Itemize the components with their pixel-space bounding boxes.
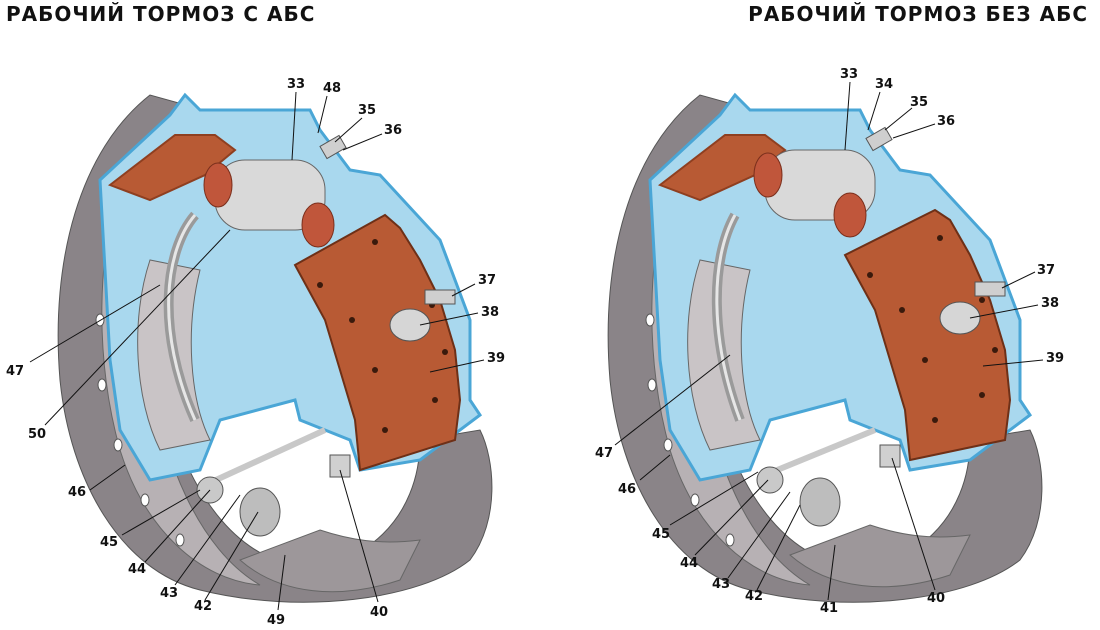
callout-33: 33 — [840, 67, 858, 82]
eccentric-bolt — [424, 289, 456, 305]
lower-spring — [763, 427, 877, 478]
callout-46: 46 — [68, 485, 86, 500]
callout-33: 33 — [287, 77, 305, 92]
guide-bracket — [329, 454, 351, 478]
callout-47: 47 — [6, 364, 24, 379]
shoe-support-nut — [239, 487, 281, 537]
title-without-abs: РАБОЧИЙ ТОРМОЗ БЕЗ АБС — [748, 2, 1088, 26]
callout-48: 48 — [323, 81, 341, 96]
callout-35: 35 — [910, 95, 928, 110]
callout-39: 39 — [1046, 351, 1064, 366]
callout-40: 40 — [370, 605, 388, 620]
leader-lines-right — [614, 81, 1044, 601]
callouts-right: 33 34 35 36 37 38 39 47 46 45 44 43 42 4… — [595, 67, 1064, 616]
callout-36: 36 — [937, 114, 955, 129]
callout-44: 44 — [128, 562, 146, 577]
brake-assembly-without-abs — [607, 92, 1043, 603]
callout-37: 37 — [1037, 263, 1055, 278]
trailing-brake-lining — [293, 213, 462, 472]
callout-43: 43 — [712, 577, 730, 592]
callout-39: 39 — [487, 351, 505, 366]
guide-bracket — [879, 444, 901, 468]
shoe-eccentric — [939, 301, 981, 335]
eccentric-bolt — [974, 281, 1006, 297]
bleed-valve — [865, 126, 893, 152]
callout-36: 36 — [384, 123, 402, 138]
callout-38: 38 — [1041, 296, 1059, 311]
callouts-left: 33 48 35 36 37 38 39 47 50 46 45 44 43 4… — [6, 77, 505, 628]
trailing-brake-lining — [843, 208, 1012, 462]
callout-43: 43 — [160, 586, 178, 601]
callout-47: 47 — [595, 446, 613, 461]
callout-50: 50 — [28, 427, 46, 442]
callout-38: 38 — [481, 305, 499, 320]
cylinder-boot-right — [833, 192, 867, 238]
support-pin — [756, 466, 784, 494]
callout-45: 45 — [652, 527, 670, 542]
callout-44: 44 — [680, 556, 698, 571]
callout-46: 46 — [618, 482, 636, 497]
callout-49: 49 — [267, 613, 285, 628]
cylinder-boot-right — [301, 202, 335, 248]
cylinder-boot-left — [753, 152, 783, 198]
callout-41: 41 — [820, 601, 838, 616]
drum-bottom-surface — [239, 529, 421, 593]
shoe-support-nut — [799, 477, 841, 527]
title-with-abs: РАБОЧИЙ ТОРМОЗ С АБС — [6, 2, 316, 26]
callout-42: 42 — [194, 599, 212, 614]
lower-spring — [203, 427, 327, 488]
lining-rivets — [867, 235, 998, 423]
callout-40: 40 — [927, 591, 945, 606]
brake-assembly-with-abs — [57, 92, 493, 603]
leader-lines-left — [29, 91, 485, 611]
shoe-eccentric — [389, 308, 431, 342]
cylinder-boot-left — [203, 162, 233, 208]
callout-42: 42 — [745, 589, 763, 604]
callout-34: 34 — [875, 77, 893, 92]
upper-brake-lining — [657, 134, 787, 202]
callout-37: 37 — [478, 273, 496, 288]
callout-35: 35 — [358, 103, 376, 118]
bleed-valve — [319, 134, 347, 160]
upper-brake-lining — [107, 134, 237, 202]
callout-45: 45 — [100, 535, 118, 550]
